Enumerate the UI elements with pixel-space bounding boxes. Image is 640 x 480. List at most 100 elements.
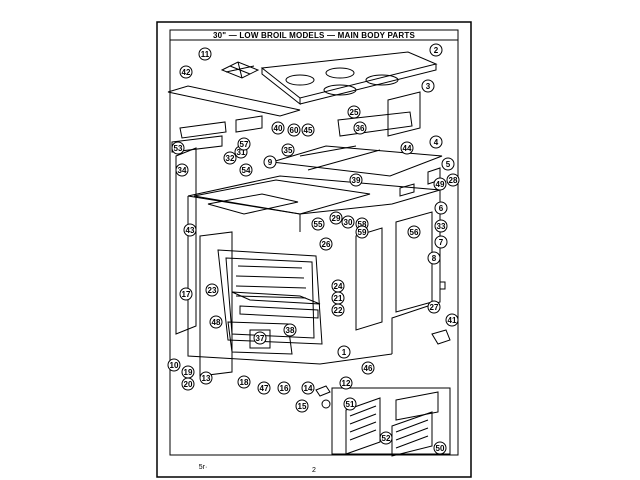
callout-55: 55 bbox=[311, 217, 325, 231]
callout-circle bbox=[179, 287, 193, 301]
callout-37: 37 bbox=[253, 331, 267, 345]
callout-number: 8 bbox=[432, 254, 437, 263]
callout-circle bbox=[181, 377, 195, 391]
callout-number: 55 bbox=[314, 220, 323, 229]
callout-8: 8 bbox=[427, 251, 441, 265]
callout-number: 34 bbox=[178, 166, 187, 175]
callout-38: 38 bbox=[283, 323, 297, 337]
callout-circle bbox=[429, 43, 443, 57]
callout-circle bbox=[237, 375, 251, 389]
callout-circle bbox=[341, 215, 355, 229]
callout-29: 29 bbox=[329, 211, 343, 225]
callout-number: 15 bbox=[298, 402, 307, 411]
callout-circle bbox=[427, 251, 441, 265]
callout-2: 2 bbox=[429, 43, 443, 57]
callout-number: 41 bbox=[448, 316, 457, 325]
callout-number: 11 bbox=[201, 50, 210, 59]
callout-circle bbox=[434, 219, 448, 233]
callout-number: 17 bbox=[182, 290, 191, 299]
callout-40: 40 bbox=[271, 121, 285, 135]
callout-number: 27 bbox=[430, 303, 439, 312]
callout-48: 48 bbox=[209, 315, 223, 329]
callout-circle bbox=[347, 105, 361, 119]
callout-9: 9 bbox=[263, 155, 277, 169]
callout-12: 12 bbox=[339, 376, 353, 390]
callout-number: 4 bbox=[434, 138, 439, 147]
callout-circle bbox=[434, 235, 448, 249]
callout-number: 39 bbox=[352, 176, 361, 185]
callout-45: 45 bbox=[301, 123, 315, 137]
callout-56: 56 bbox=[407, 225, 421, 239]
callout-number: 7 bbox=[439, 238, 444, 247]
callout-60: 60 bbox=[287, 123, 301, 137]
callout-circle bbox=[205, 283, 219, 297]
callout-number: 38 bbox=[286, 326, 295, 335]
callout-53: 53 bbox=[171, 141, 185, 155]
callout-52: 52 bbox=[379, 431, 393, 445]
callout-circle bbox=[379, 431, 393, 445]
callout-57: 57 bbox=[237, 137, 251, 151]
callout-number: 42 bbox=[182, 68, 191, 77]
callout-circle bbox=[349, 173, 363, 187]
callout-number: 57 bbox=[240, 140, 249, 149]
callout-circle bbox=[183, 223, 197, 237]
callout-6: 6 bbox=[434, 201, 448, 215]
callout-circle bbox=[311, 217, 325, 231]
callout-circle bbox=[427, 300, 441, 314]
callout-25: 25 bbox=[347, 105, 361, 119]
callout-number: 10 bbox=[170, 361, 179, 370]
callout-19: 19 bbox=[181, 365, 195, 379]
callout-23: 23 bbox=[205, 283, 219, 297]
callout-27: 27 bbox=[427, 300, 441, 314]
callout-20: 20 bbox=[181, 377, 195, 391]
callout-28: 28 bbox=[446, 173, 460, 187]
callout-number: 29 bbox=[332, 214, 341, 223]
callout-7: 7 bbox=[434, 235, 448, 249]
callout-circle bbox=[179, 65, 193, 79]
callout-circle bbox=[175, 163, 189, 177]
callout-number: 52 bbox=[382, 434, 391, 443]
callout-number: 48 bbox=[212, 318, 221, 327]
callout-15: 15 bbox=[295, 399, 309, 413]
callout-circle bbox=[295, 399, 309, 413]
callout-circle bbox=[287, 123, 301, 137]
callout-number: 14 bbox=[304, 384, 313, 393]
callout-number: 45 bbox=[304, 126, 313, 135]
callout-number: 22 bbox=[334, 306, 343, 315]
callout-number: 32 bbox=[226, 154, 235, 163]
callout-circle bbox=[223, 151, 237, 165]
callout-number: 43 bbox=[186, 226, 195, 235]
callout-number: 9 bbox=[268, 158, 273, 167]
callout-number: 12 bbox=[342, 379, 351, 388]
callout-number: 50 bbox=[436, 444, 445, 453]
callout-35: 35 bbox=[281, 143, 295, 157]
callout-circle bbox=[167, 358, 181, 372]
callout-number: 40 bbox=[274, 124, 283, 133]
callout-34: 34 bbox=[175, 163, 189, 177]
callout-number: 47 bbox=[260, 384, 269, 393]
callout-18: 18 bbox=[237, 375, 251, 389]
callout-circle bbox=[407, 225, 421, 239]
callout-circle bbox=[271, 121, 285, 135]
callout-number: 35 bbox=[284, 146, 293, 155]
callout-number: 18 bbox=[240, 378, 249, 387]
callout-50: 50 bbox=[433, 441, 447, 455]
callout-21: 21 bbox=[331, 291, 345, 305]
callout-number: 28 bbox=[449, 176, 458, 185]
callout-22: 22 bbox=[331, 303, 345, 317]
page-number: 2 bbox=[312, 467, 316, 474]
callout-circle bbox=[434, 201, 448, 215]
diagram-frame bbox=[169, 39, 459, 456]
callout-number: 49 bbox=[436, 180, 445, 189]
diagram-title: 30" — LOW BROIL MODELS — MAIN BODY PARTS bbox=[213, 31, 415, 40]
callout-47: 47 bbox=[257, 381, 271, 395]
callout-circle bbox=[257, 381, 271, 395]
callout-circle bbox=[353, 121, 367, 135]
callout-number: 2 bbox=[434, 46, 439, 55]
callout-number: 20 bbox=[184, 380, 193, 389]
callout-number: 46 bbox=[364, 364, 373, 373]
callout-36: 36 bbox=[353, 121, 367, 135]
callout-14: 14 bbox=[301, 381, 315, 395]
exploded-view-drawing bbox=[167, 51, 451, 457]
callout-4: 4 bbox=[429, 135, 443, 149]
